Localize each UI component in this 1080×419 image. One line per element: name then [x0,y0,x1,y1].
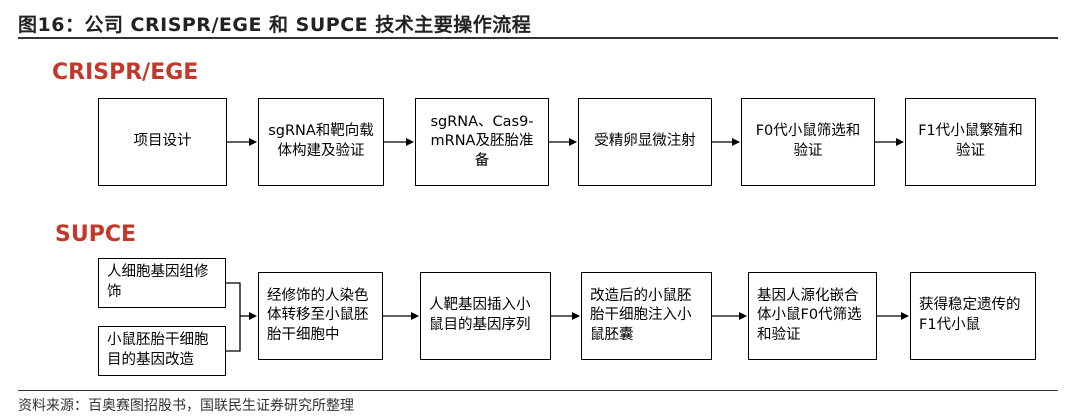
crispr-step-5-label: F0代小鼠筛选和验证 [755,123,861,159]
footer-divider [18,390,1058,391]
supce-step-5: 获得稳定遗传的F1代小鼠 [910,272,1036,360]
crispr-step-3-label: sgRNA、Cas9-mRNA及胚胎准备 [430,113,534,169]
supce-input-2-label: 小鼠胚胎干细胞目的基因改造 [107,332,209,368]
crispr-section-title: CRISPR/EGE [52,60,199,85]
source-note: 资料来源：百奥赛图招股书，国联民生证券研究所整理 [18,398,354,414]
crispr-step-3: sgRNA、Cas9-mRNA及胚胎准备 [415,98,549,186]
supce-input-2: 小鼠胚胎干细胞目的基因改造 [98,326,226,376]
crispr-step-4-label: 受精卵显微注射 [594,133,696,150]
supce-step-3-label: 改造后的小鼠胚胎干细胞注入小鼠胚囊 [590,287,692,343]
crispr-step-6: F1代小鼠繁殖和验证 [905,98,1036,186]
crispr-step-6-label: F1代小鼠繁殖和验证 [918,123,1023,159]
title-divider [18,37,1058,39]
supce-step-2-label: 人靶基因插入小鼠目的基因序列 [429,297,531,333]
crispr-step-2-label: sgRNA和靶向载体构建及验证 [268,123,374,159]
crispr-step-5: F0代小鼠筛选和验证 [741,98,875,186]
crispr-step-1: 项目设计 [98,98,227,186]
supce-step-4-label: 基因人源化嵌合体小鼠F0代筛选和验证 [757,287,862,343]
supce-input-1: 人细胞基因组修饰 [98,258,226,308]
supce-merge-connector [226,282,241,352]
crispr-step-1-label: 项目设计 [133,133,192,150]
supce-step-3: 改造后的小鼠胚胎干细胞注入小鼠胚囊 [581,272,712,360]
supce-step-5-label: 获得稳定遗传的F1代小鼠 [919,297,1021,333]
crispr-step-4: 受精卵显微注射 [578,98,712,186]
supce-input-1-label: 人细胞基因组修饰 [107,264,209,300]
figure-title: 图16：公司 CRISPR/EGE 和 SUPCE 技术主要操作流程 [18,14,532,36]
supce-step-1: 经修饰的人染色体转移至小鼠胚胎干细胞中 [258,272,383,360]
supce-step-1-label: 经修饰的人染色体转移至小鼠胚胎干细胞中 [267,287,369,343]
crispr-step-2: sgRNA和靶向载体构建及验证 [258,98,384,186]
supce-step-4: 基因人源化嵌合体小鼠F0代筛选和验证 [748,272,877,360]
supce-step-2: 人靶基因插入小鼠目的基因序列 [420,272,551,360]
supce-section-title: SUPCE [55,222,137,247]
